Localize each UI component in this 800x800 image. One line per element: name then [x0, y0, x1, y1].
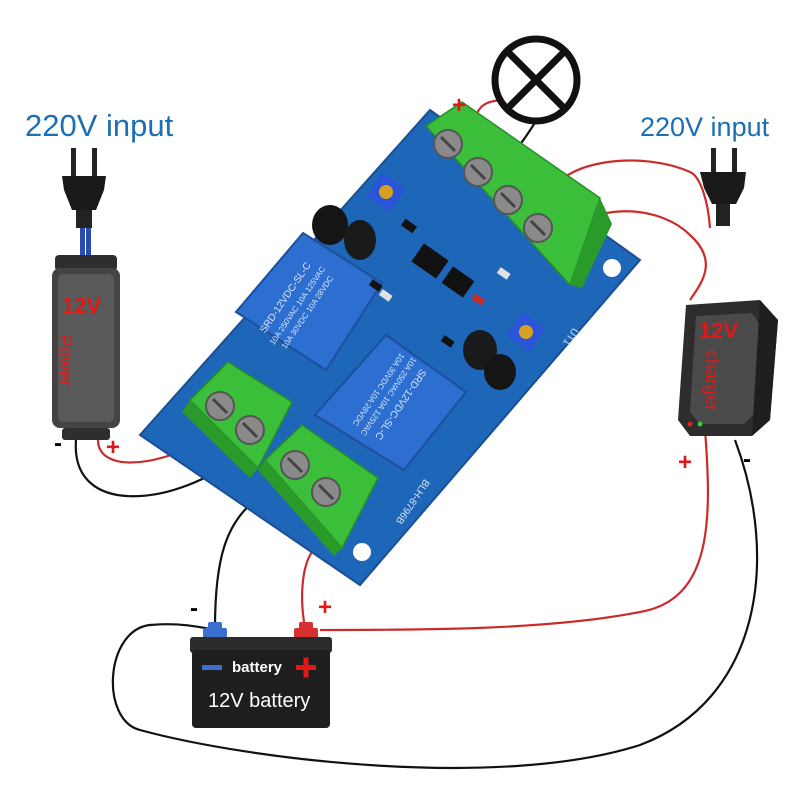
battery-label: battery	[232, 659, 283, 676]
wire-charger-negative	[111, 439, 759, 769]
terminal-block-top	[424, 101, 612, 288]
terminal-block-left	[182, 361, 293, 478]
power-adapter-plus-sign: +	[106, 434, 121, 461]
charger-label: charger	[702, 350, 722, 412]
wire-battery-positive	[301, 544, 319, 629]
power-adapter-label: Power	[55, 335, 75, 387]
plug-left-icon	[62, 148, 106, 258]
battery-minus-sign: -	[190, 595, 198, 622]
battery-name: 12V battery	[208, 690, 311, 712]
charger-icon	[678, 300, 778, 436]
wire-charger-positive	[319, 429, 710, 632]
power-adapter-icon	[52, 255, 120, 440]
lamp-icon	[491, 35, 581, 125]
wire-charger-top	[546, 159, 712, 229]
left-source-title: 220V input	[25, 108, 174, 143]
lamp-plus-sign: +	[452, 92, 467, 119]
plug-right-icon	[700, 148, 746, 226]
right-source-title: 220V input	[640, 112, 770, 142]
power-adapter-minus-sign: -	[54, 430, 62, 457]
terminal-block-bottom	[258, 424, 379, 556]
charger-voltage: 12V	[699, 318, 739, 343]
battery-plus-sign: +	[318, 594, 333, 621]
wire-battery-negative	[213, 494, 263, 629]
charger-plus-sign: +	[678, 449, 693, 476]
charger-minus-sign: -	[743, 446, 751, 473]
power-adapter-voltage: 12V	[62, 293, 102, 318]
battery-icon	[190, 622, 332, 728]
